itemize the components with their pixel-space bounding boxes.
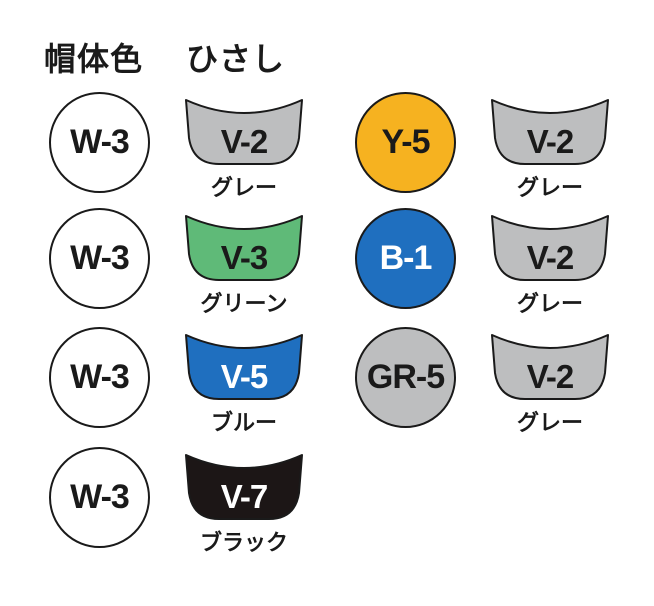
color-combo: W-3 V-5 ブルー [49, 327, 349, 445]
visor-color-name: ブルー [210, 411, 277, 436]
color-combo: W-3 V-7 ブラック [49, 447, 349, 565]
body-color-swatch: W-3 [49, 327, 150, 428]
body-color-swatch: W-3 [49, 92, 150, 193]
visor-code: V-3 [220, 239, 269, 276]
visor-color-name: グレー [516, 176, 583, 201]
body-color-swatch: W-3 [49, 447, 150, 548]
visor-code: V-2 [220, 123, 269, 160]
color-combo: GR-5 V-2 グレー [355, 327, 654, 445]
visor-color-name: グレー [210, 176, 277, 201]
visor-swatch: V-5 [183, 329, 305, 401]
visor-code: V-2 [526, 123, 575, 160]
visor-shape [185, 454, 303, 520]
body-color-swatch: Y-5 [355, 92, 456, 193]
visor-shape [491, 334, 609, 400]
visor-color-name: ブラック [199, 531, 288, 556]
visor-swatch: V-2 [489, 210, 611, 282]
visor-color-name: グレー [516, 411, 583, 436]
visor-color-name: グレー [516, 292, 583, 317]
visor-swatch: V-7 [183, 449, 305, 521]
color-combo: W-3 V-2 グレー [49, 92, 349, 210]
color-combo: Y-5 V-2 グレー [355, 92, 654, 210]
visor-color-name: グリーン [200, 292, 288, 317]
body-color-swatch: B-1 [355, 208, 456, 309]
visor-shape [491, 215, 609, 281]
visor-heading: ひさし [186, 40, 286, 78]
body-color-swatch: W-3 [49, 208, 150, 309]
visor-code: V-2 [526, 358, 575, 395]
visor-swatch: V-3 [183, 210, 305, 282]
visor-code: V-5 [220, 358, 269, 395]
visor-shape [491, 99, 609, 165]
visor-code: V-2 [526, 239, 575, 276]
color-combo: B-1 V-2 グレー [355, 208, 654, 326]
visor-shape [185, 99, 303, 165]
body-color-swatch: GR-5 [355, 327, 456, 428]
visor-shape [185, 334, 303, 400]
visor-swatch: V-2 [489, 94, 611, 166]
visor-swatch: V-2 [183, 94, 305, 166]
visor-swatch: V-2 [489, 329, 611, 401]
visor-code: V-7 [220, 478, 269, 515]
body-color-heading: 帽体色 [44, 40, 144, 78]
visor-shape [185, 215, 303, 281]
color-combo: W-3 V-3 グリーン [49, 208, 349, 326]
